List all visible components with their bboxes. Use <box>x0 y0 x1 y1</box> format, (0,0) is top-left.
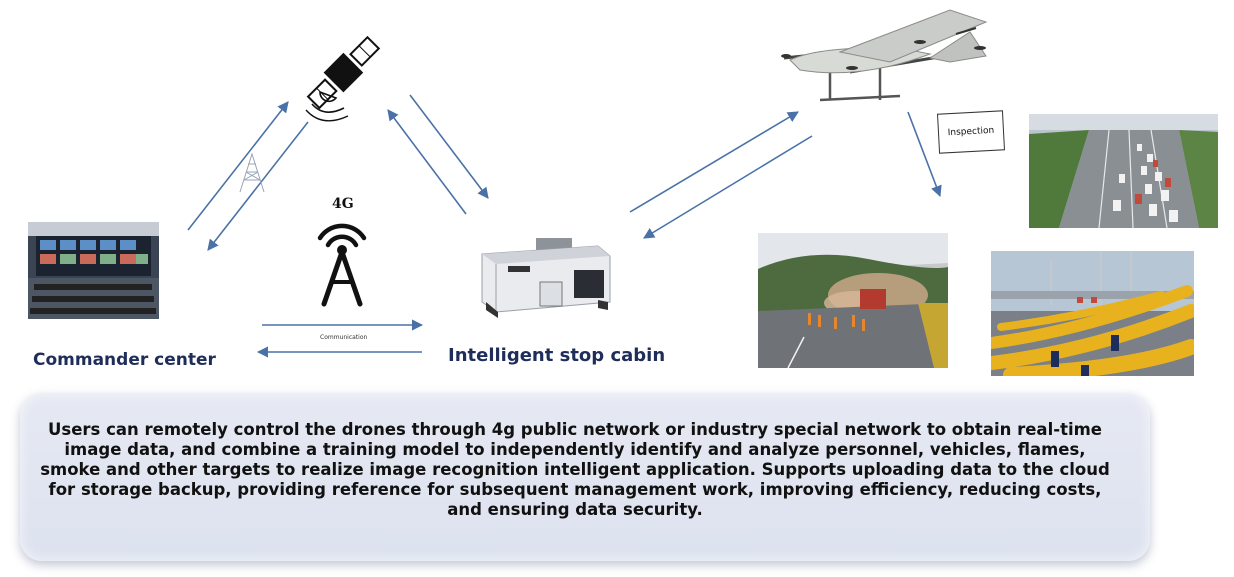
control-room-image <box>28 222 159 319</box>
arrow-commander-to-satellite <box>187 101 289 231</box>
satellite-icon <box>305 35 381 122</box>
highway-fire-image <box>758 233 948 368</box>
commander-center-label: Commander center <box>33 350 216 370</box>
traffic-highway-image <box>1029 114 1218 228</box>
description-text: Users can remotely control the drones th… <box>40 420 1110 519</box>
intelligent-stop-cabin-label: Intelligent stop cabin <box>448 345 666 366</box>
inspection-label: Inspection <box>936 110 1006 154</box>
pipeline-image <box>991 251 1194 376</box>
description-panel <box>20 393 1150 561</box>
arrow-cabin-to-satellite <box>387 109 467 215</box>
arrow-satellite-to-commander <box>207 121 309 251</box>
inspection-text: Inspection <box>947 125 995 139</box>
cell-tower-icon <box>317 223 367 307</box>
arrow-cabin-to-drone <box>629 111 799 213</box>
arrow-drone-to-cabin <box>643 135 813 239</box>
communication-label: Communication <box>320 334 368 341</box>
four-g-label: 4G <box>332 196 354 212</box>
stop-cabin-image <box>481 238 611 318</box>
vtol-drone-image <box>781 9 988 102</box>
arrow-drone-to-inspection <box>907 111 942 198</box>
faded-tower-icon <box>239 152 265 193</box>
arrow-satellite-to-cabin <box>409 94 489 199</box>
